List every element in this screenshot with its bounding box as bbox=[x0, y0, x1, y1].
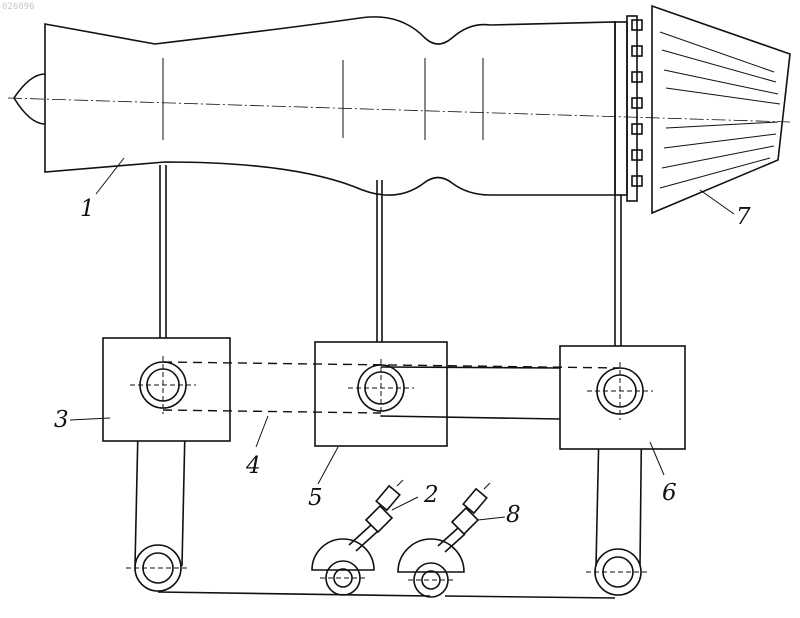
label-3: 3 bbox=[54, 407, 69, 433]
watermark-text: 026096 bbox=[2, 2, 35, 12]
block-3 bbox=[103, 338, 230, 441]
label-7: 7 bbox=[736, 204, 751, 230]
label-4: 4 bbox=[245, 453, 261, 479]
label-8: 8 bbox=[506, 502, 521, 528]
nozzle bbox=[615, 6, 790, 213]
label-5: 5 bbox=[308, 485, 323, 511]
engine-body bbox=[8, 17, 790, 195]
block-5 bbox=[315, 342, 447, 446]
actuator-2 bbox=[312, 480, 403, 595]
label-6: 6 bbox=[662, 480, 677, 506]
label-1: 1 bbox=[80, 196, 95, 222]
block-6 bbox=[560, 346, 685, 449]
support-rods bbox=[160, 165, 621, 346]
label-2: 2 bbox=[423, 482, 439, 508]
